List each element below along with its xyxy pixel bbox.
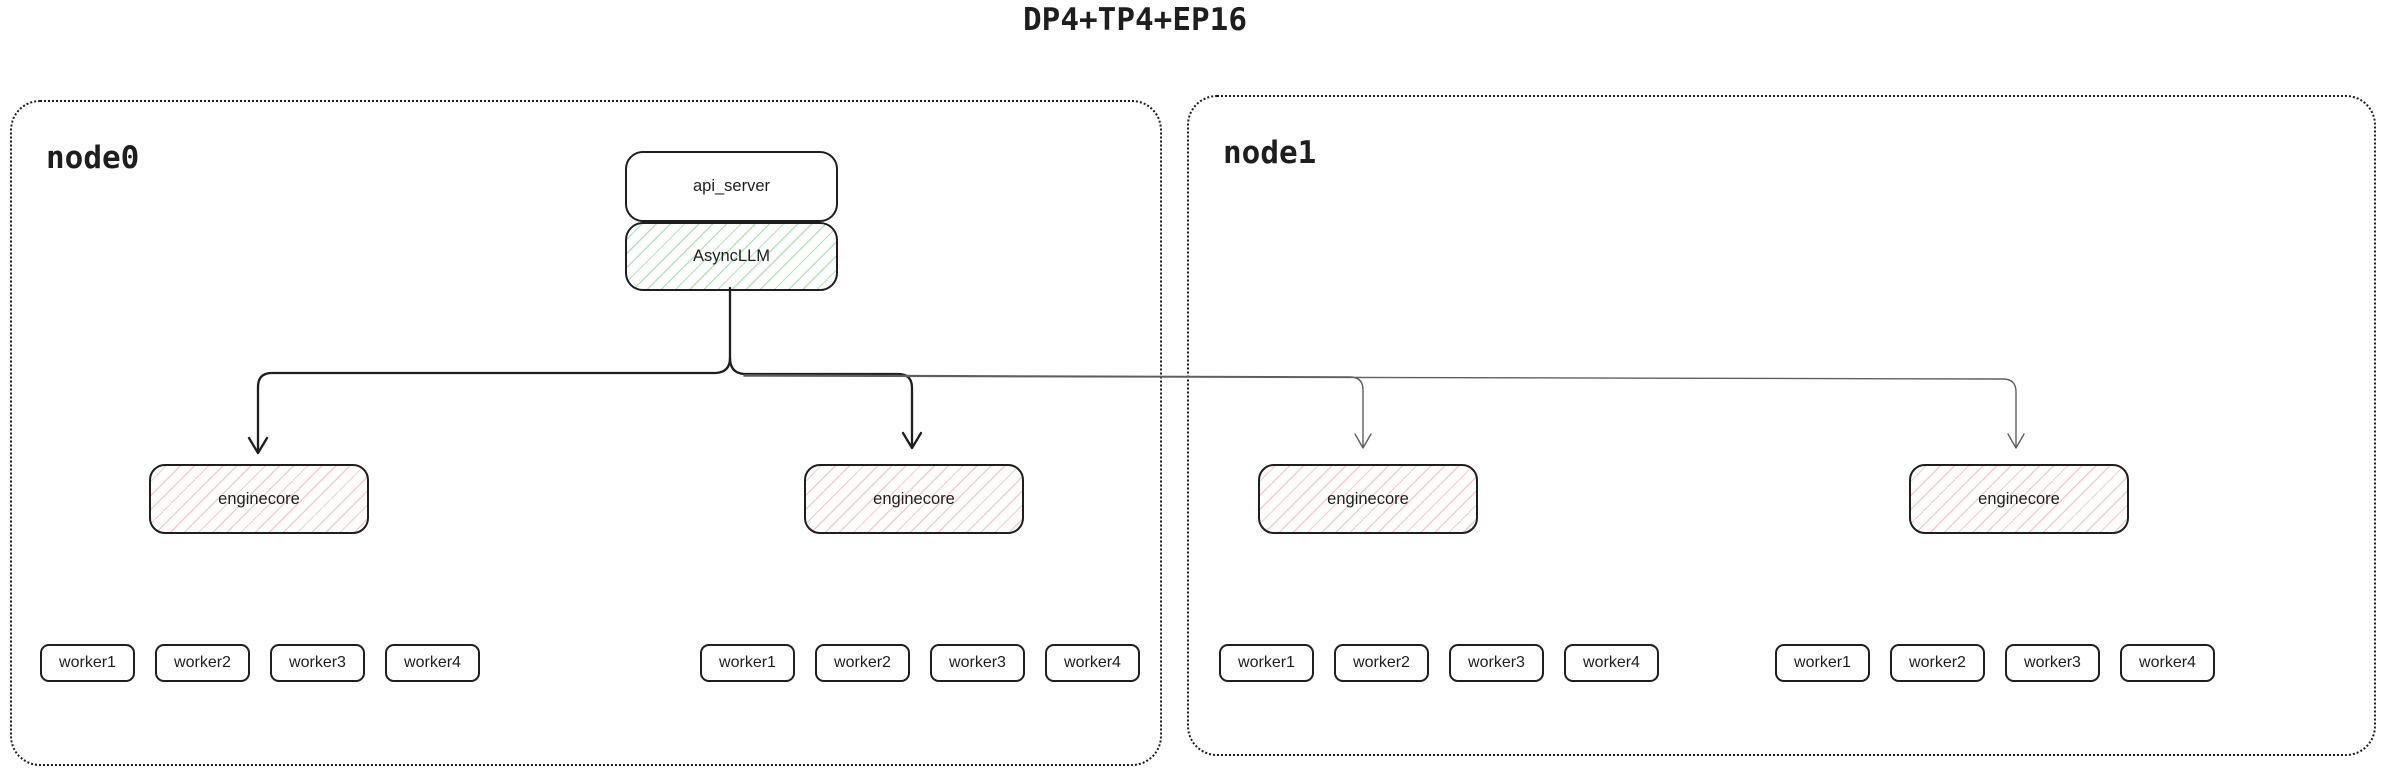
node1-container: node1 enginecore enginecore worker1 work… [1187,95,2376,756]
api-server-label: api_server [692,177,771,195]
worker-box: worker2 [155,644,250,682]
worker-box: worker2 [1890,644,1985,682]
worker-box: worker1 [700,644,795,682]
asyncllm-label: AsyncLLM [692,247,771,265]
worker-box: worker3 [270,644,365,682]
diagram-title: DP4+TP4+EP16 [1023,2,1247,38]
enginecore-label: enginecore [873,489,955,508]
node1-label: node1 [1223,135,1317,171]
worker-label: worker1 [1794,654,1851,671]
api-server-box: api_server [625,151,838,222]
asyncllm-box: AsyncLLM [625,222,838,291]
node1-enginecore-1-worker-row: worker1 worker2 worker3 worker4 [1219,644,1659,682]
worker-box: worker1 [40,644,135,682]
worker-label: worker2 [174,654,231,671]
worker-box: worker3 [2005,644,2100,682]
worker-label: worker4 [1583,654,1640,671]
worker-label: worker3 [1468,654,1525,671]
node1-enginecore-1-box: enginecore [1258,464,1478,534]
worker-label: worker2 [1353,654,1410,671]
worker-label: worker4 [404,654,461,671]
worker-label: worker4 [2139,654,2196,671]
enginecore-label: enginecore [1978,489,2060,508]
worker-box: worker2 [1334,644,1429,682]
worker-label: worker3 [2024,654,2081,671]
worker-label: worker2 [834,654,891,671]
enginecore-label: enginecore [218,489,300,508]
node1-enginecore-2-worker-row: worker1 worker2 worker3 worker4 [1775,644,2215,682]
worker-box: worker4 [385,644,480,682]
worker-label: worker2 [1909,654,1966,671]
node1-enginecore-2-box: enginecore [1909,464,2129,534]
worker-box: worker4 [1045,644,1140,682]
enginecore-label: enginecore [1327,489,1409,508]
worker-box: worker3 [930,644,1025,682]
worker-box: worker3 [1449,644,1544,682]
worker-label: worker1 [719,654,776,671]
worker-label: worker1 [1238,654,1295,671]
worker-box: worker1 [1775,644,1870,682]
node0-label: node0 [46,140,140,176]
worker-label: worker4 [1064,654,1121,671]
node0-container: node0 api_server AsyncLLM enginecore eng… [10,100,1162,766]
worker-label: worker3 [289,654,346,671]
worker-label: worker3 [949,654,1006,671]
worker-box: worker4 [1564,644,1659,682]
node0-enginecore-1-worker-row: worker1 worker2 worker3 worker4 [40,644,480,682]
node0-enginecore-2-box: enginecore [804,464,1024,534]
worker-box: worker2 [815,644,910,682]
node0-enginecore-2-worker-row: worker1 worker2 worker3 worker4 [700,644,1140,682]
worker-label: worker1 [59,654,116,671]
node0-enginecore-1-box: enginecore [149,464,369,534]
worker-box: worker1 [1219,644,1314,682]
worker-box: worker4 [2120,644,2215,682]
